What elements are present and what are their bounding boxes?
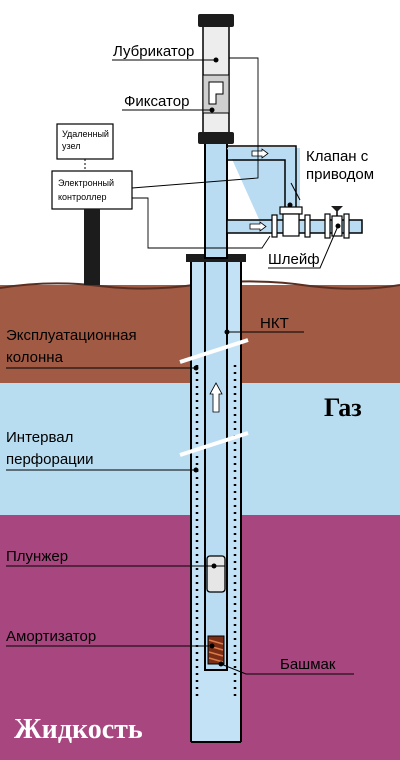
valve2-flange-right <box>343 213 350 239</box>
leader-flowline <box>268 225 339 269</box>
label-fixator: Фиксатор <box>124 93 189 110</box>
catcher-mechanism-icon <box>208 81 224 105</box>
plunger <box>206 555 226 593</box>
valve-flange-left <box>271 214 278 238</box>
remote-node-label-1: Удаленный <box>62 129 109 139</box>
label-perforation-1: Интервал <box>6 429 73 446</box>
perforation-marker-top <box>179 338 249 364</box>
controller-post <box>84 209 100 285</box>
valve-flange-right <box>304 214 311 238</box>
flow-arrow-upper-icon <box>251 148 269 159</box>
wire-to-valve <box>132 197 271 249</box>
perforation-marker-bottom <box>179 431 249 457</box>
leader-valve <box>290 182 301 201</box>
label-flowline: Шлейф <box>268 251 320 268</box>
lubricator-base-flange <box>198 132 234 144</box>
label-plunger: Плунжер <box>6 548 68 565</box>
label-casing-2: колонна <box>6 349 64 366</box>
label-gas-zone: Газ <box>324 393 362 422</box>
label-perforation-2: перфорации <box>6 451 94 468</box>
upper-flow-pipe <box>227 145 297 208</box>
label-tubing: НКТ <box>260 315 289 332</box>
label-valve-2: приводом <box>306 166 374 183</box>
tubing <box>204 257 228 671</box>
label-casing-1: Эксплуатационная <box>6 327 137 344</box>
catcher-body <box>202 74 230 114</box>
upper-flow-fill-vertical <box>286 147 295 207</box>
wire-to-lubricator <box>131 57 259 189</box>
leader-shoe <box>220 663 354 675</box>
remote-node-label-2: узел <box>62 141 80 151</box>
controller-box <box>51 170 133 210</box>
valve2-flange-left <box>324 213 331 239</box>
upper-flow-pipe-inner <box>227 159 286 208</box>
label-liquid-zone: Жидкость <box>14 714 143 745</box>
valve-actuator-top <box>279 206 303 215</box>
controller-label-1: Электронный <box>58 178 114 188</box>
label-lubricator: Лубрикатор <box>113 43 194 60</box>
valve2-handwheel-icon <box>331 206 343 212</box>
spring-coils <box>208 639 224 663</box>
controller-label-2: контроллер <box>58 192 106 202</box>
wellhead-pipe <box>204 142 228 259</box>
flow-arrow-lower-icon <box>249 221 267 232</box>
label-shoe: Башмак <box>280 656 336 673</box>
label-valve-1: Клапан с <box>306 148 369 165</box>
valve-body <box>282 213 300 237</box>
lubricator-cap <box>198 14 234 27</box>
flow-arrow-tubing-icon <box>209 382 223 413</box>
label-shock-absorber: Амортизатор <box>6 628 96 645</box>
